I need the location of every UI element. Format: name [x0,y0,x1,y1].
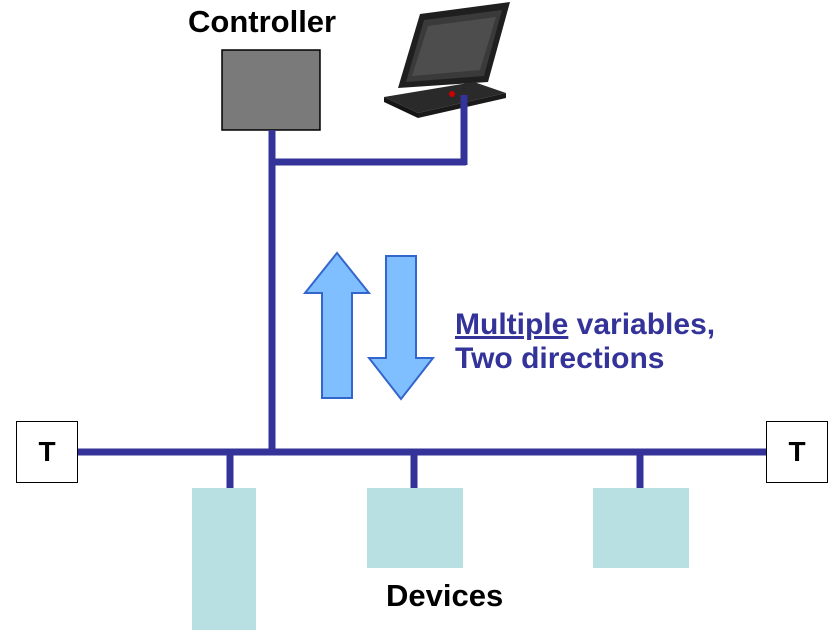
caption-line-1: Multiple variables, [455,308,715,342]
device-2-box [367,488,463,568]
terminator-right: T [766,421,828,483]
caption: Multiple variables, Two directions [455,308,715,376]
up-arrow-icon [302,251,372,399]
caption-underlined-word: Multiple [455,308,569,341]
controller-label: Controller [188,4,337,39]
terminator-right-label: T [788,436,806,467]
controller-box [221,49,321,131]
caption-line-2: Two directions [455,342,665,375]
caption-line-1-rest: variables, [568,308,716,341]
device-1-box [192,488,256,630]
terminator-left: T [16,421,78,483]
down-arrow-icon [366,255,436,401]
device-3-box [593,488,689,568]
devices-label: Devices [386,578,504,613]
bus-lines [78,95,766,488]
laptop-icon [384,2,510,118]
terminator-left-label: T [38,436,56,467]
